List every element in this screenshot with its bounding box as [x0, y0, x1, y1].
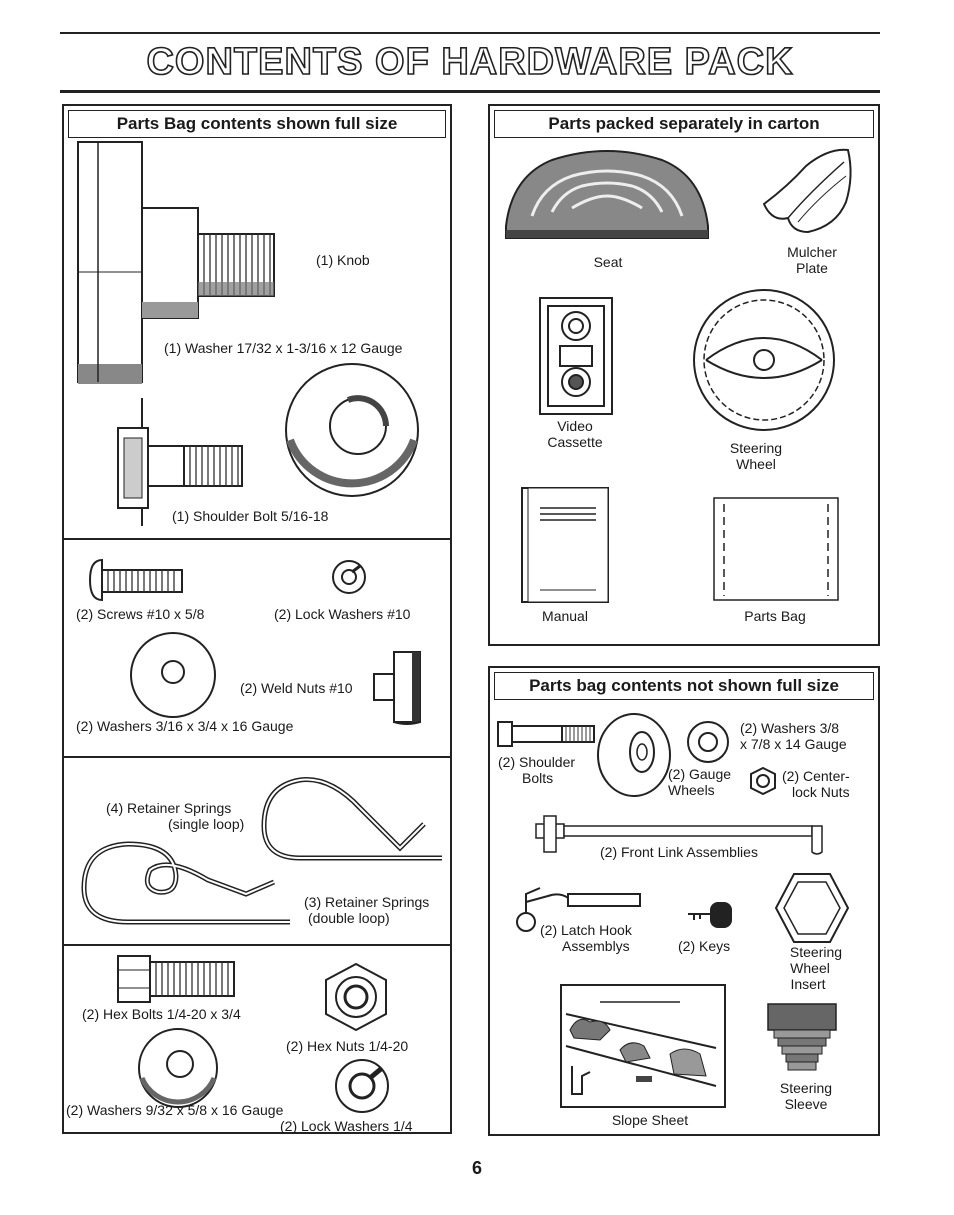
hex-bolt-icon	[117, 955, 235, 1003]
washer-316-icon	[130, 632, 216, 718]
center-lock-nuts-label-2: lock Nuts	[792, 784, 850, 800]
latch-hook-label-2: Assemblys	[562, 938, 630, 954]
retainer-single-label-2: (single loop)	[168, 816, 245, 832]
sw-insert-label-2: Wheel	[790, 960, 830, 976]
parts-not-full-size-panel: Parts bag contents not shown full size (…	[488, 666, 880, 1136]
slope-sheet-icon	[560, 984, 726, 1108]
panel-header: Parts bag contents not shown full size	[494, 672, 874, 700]
mulcher-plate-icon	[762, 148, 852, 234]
shoulder-bolt-label: (1) Shoulder Bolt 5/16-18	[172, 508, 329, 524]
sw-insert-label: Steering	[789, 944, 843, 960]
video-cassette-label: Video	[557, 418, 593, 434]
key-icon	[688, 902, 732, 928]
parts-bag-icon	[713, 497, 839, 601]
weld-nut-icon	[373, 651, 421, 725]
washer-932-icon	[138, 1028, 218, 1108]
gauge-wheel-icon	[597, 713, 671, 797]
shoulder-bolt-small-icon	[497, 721, 595, 747]
weld-nuts-label: (2) Weld Nuts #10	[240, 680, 353, 696]
washers-38-label-2: x 7/8 x 14 Gauge	[740, 736, 847, 752]
washers-38-label: (2) Washers 3/8	[740, 720, 840, 736]
manual-icon	[521, 487, 609, 603]
hex-nut-icon	[325, 962, 387, 1032]
front-link-icon	[535, 815, 823, 855]
large-washer-icon	[285, 363, 419, 497]
section-divider	[64, 538, 450, 540]
retainer-double-label-2: (double loop)	[308, 910, 390, 926]
manual-label: Manual	[542, 608, 588, 624]
video-cassette-icon	[539, 297, 613, 415]
video-cassette-label-2: Cassette	[547, 434, 603, 450]
sw-insert-label-3: Insert	[790, 976, 826, 992]
knob-label: (1) Knob	[316, 252, 370, 268]
steering-sleeve-label: Steering	[779, 1080, 833, 1096]
seat-icon	[505, 150, 709, 239]
retainer-double-label: (3) Retainer Springs	[304, 894, 430, 910]
washers-932-label: (2) Washers 9/32 x 5/8 x 16 Gauge	[66, 1102, 284, 1118]
lock-washer-14-icon	[335, 1059, 389, 1113]
steering-wheel-label: Steering	[729, 440, 783, 456]
steering-wheel-label-2: Wheel	[736, 456, 776, 472]
retainer-single-label: (4) Retainer Springs	[106, 800, 232, 816]
steering-sleeve-icon	[767, 1003, 837, 1071]
latch-hook-icon	[516, 887, 641, 932]
steering-sleeve-label-2: Sleeve	[784, 1096, 828, 1112]
parts-carton-panel: Parts packed separately in carton Seat M…	[488, 104, 880, 646]
shoulder-bolt-icon	[117, 398, 243, 526]
lock-washer-10-icon	[332, 560, 366, 594]
mulcher-plate-label: Mulcher	[787, 244, 837, 260]
screw-icon	[88, 558, 183, 602]
hex-nuts-label: (2) Hex Nuts 1/4-20	[286, 1038, 409, 1054]
steering-wheel-icon	[693, 289, 835, 431]
retainer-spring-double-icon	[81, 841, 290, 925]
center-lock-nuts-label: (2) Center-	[782, 768, 850, 784]
shoulder-bolts-label-2: Bolts	[522, 770, 554, 786]
steering-wheel-insert-icon	[774, 873, 850, 943]
page-title-bar: CONTENTS OF HARDWARE PACK	[60, 32, 880, 93]
section-divider	[64, 756, 450, 758]
panel-header: Parts Bag contents shown full size	[68, 110, 446, 138]
center-lock-nut-icon	[750, 766, 776, 796]
panel-header: Parts packed separately in carton	[494, 110, 874, 138]
page-number: 6	[471, 1158, 482, 1178]
screws-label: (2) Screws #10 x 5/8	[76, 606, 205, 622]
parts-bag-label: Parts Bag	[744, 608, 806, 624]
gauge-wheels-label-2: Wheels	[668, 782, 715, 798]
washer-large-label: (1) Washer 17/32 x 1-3/16 x 12 Gauge	[164, 340, 403, 356]
slope-sheet-label: Slope Sheet	[611, 1112, 689, 1128]
hex-bolts-label: (2) Hex Bolts 1/4-20 x 3/4	[82, 1006, 241, 1022]
gauge-wheels-label: (2) Gauge	[668, 766, 732, 782]
parts-bag-full-size-panel: Parts Bag contents shown full size (1) K…	[62, 104, 452, 1134]
washer-38-icon	[687, 721, 729, 763]
section-divider	[64, 944, 450, 946]
latch-hook-label: (2) Latch Hook	[540, 922, 632, 938]
knob-icon	[77, 141, 275, 384]
seat-label: Seat	[593, 254, 623, 270]
lock-washers-10-label: (2) Lock Washers #10	[274, 606, 411, 622]
front-link-label: (2) Front Link Assemblies	[600, 844, 758, 860]
mulcher-plate-label-2: Plate	[796, 260, 828, 276]
page-title: CONTENTS OF HARDWARE PACK	[146, 40, 794, 84]
lock-washers-14-label: (2) Lock Washers 1/4	[280, 1118, 413, 1134]
keys-label: (2) Keys	[678, 938, 731, 954]
shoulder-bolts-label: (2) Shoulder	[498, 754, 576, 770]
retainer-spring-single-icon	[261, 777, 442, 861]
washers-316-label: (2) Washers 3/16 x 3/4 x 16 Gauge	[76, 718, 294, 734]
